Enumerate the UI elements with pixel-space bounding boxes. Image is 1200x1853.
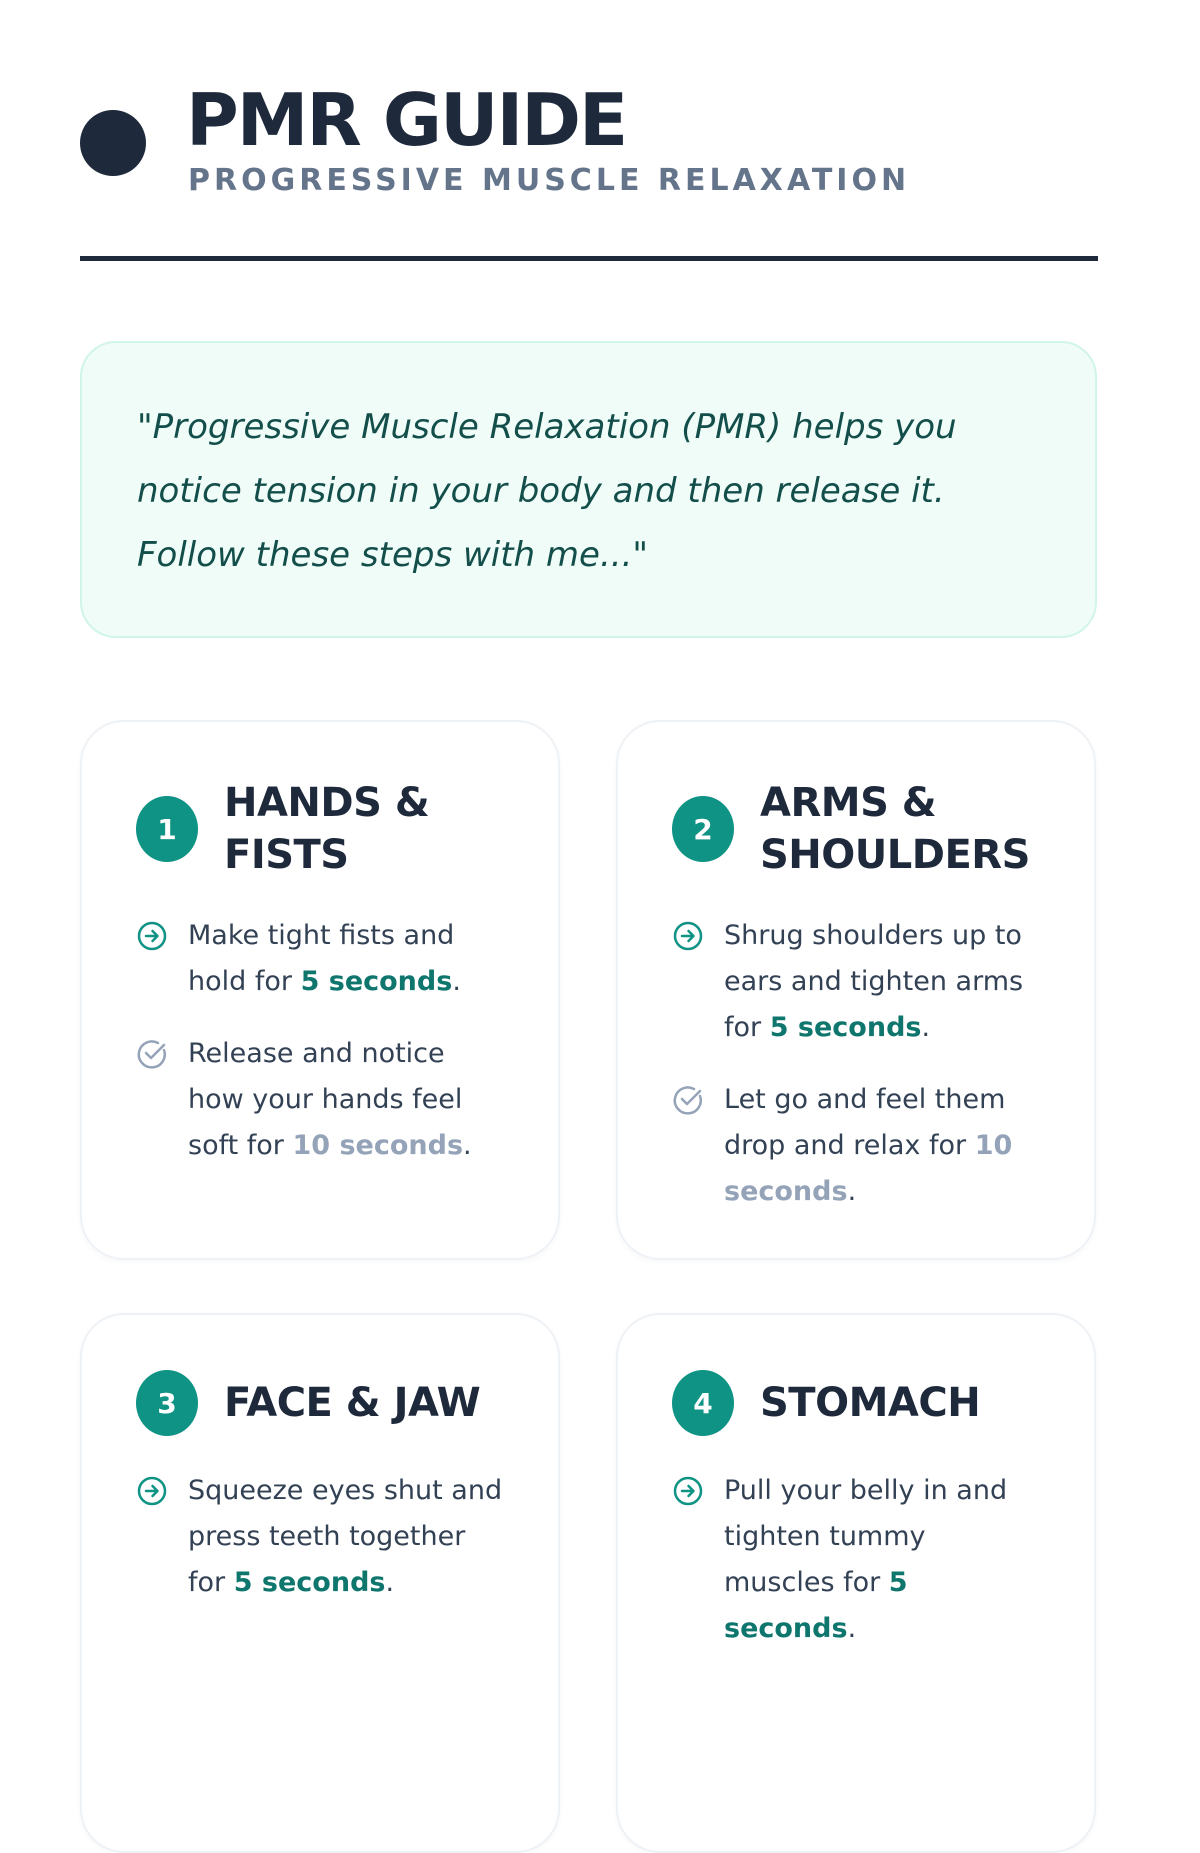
step-number-badge: 3 <box>136 1370 198 1436</box>
logo-dot-icon <box>80 110 146 176</box>
step-text: Let go and feel them drop and relax for … <box>724 1077 1040 1215</box>
card-title: HANDS & FISTS <box>224 780 430 878</box>
step-card: 2 ARMS & SHOULDERS Shrug shoulders up to… <box>616 720 1096 1260</box>
step-text: Make tight fists and hold for 5 seconds. <box>188 913 504 1005</box>
check-circle-icon <box>672 1077 704 1123</box>
step-item: Squeeze eyes shut and press teeth togeth… <box>136 1468 504 1606</box>
header-divider <box>80 256 1098 261</box>
duration-highlight: 5 seconds <box>300 966 453 997</box>
step-instruction: Make tight fists and hold for <box>188 920 455 997</box>
step-item: Shrug shoulders up to ears and tighten a… <box>672 913 1040 1051</box>
page-title: PMR GUIDE <box>186 78 628 162</box>
step-item: Release and notice how your hands feel s… <box>136 1031 504 1169</box>
step-end: . <box>921 1012 931 1043</box>
card-title: ARMS & SHOULDERS <box>760 780 1030 878</box>
step-item: Pull your belly in and tighten tummy mus… <box>672 1468 1040 1652</box>
step-instruction: Let go and feel them drop and relax for <box>724 1084 1006 1161</box>
step-item: Let go and feel them drop and relax for … <box>672 1077 1040 1215</box>
step-instruction: Squeeze eyes shut and press teeth togeth… <box>188 1475 503 1598</box>
arrow-circle-icon <box>672 913 704 959</box>
step-text: Squeeze eyes shut and press teeth togeth… <box>188 1468 504 1606</box>
step-end: . <box>463 1130 472 1161</box>
arrow-circle-icon <box>136 913 168 959</box>
step-text: Release and notice how your hands feel s… <box>188 1031 504 1169</box>
step-end: . <box>385 1567 395 1598</box>
duration-highlight: 10 seconds <box>724 1130 1013 1207</box>
step-number-badge: 4 <box>672 1370 734 1436</box>
page-subtitle: PROGRESSIVE MUSCLE RELAXATION <box>188 163 911 198</box>
step-text: Pull your belly in and tighten tummy mus… <box>724 1468 1040 1652</box>
duration-highlight: 10 seconds <box>292 1130 464 1161</box>
arrow-circle-icon <box>672 1468 704 1514</box>
step-end: . <box>452 966 461 997</box>
duration-highlight: 5 seconds <box>769 1012 922 1043</box>
step-card: 1 HANDS & FISTS Make tight fists and hol… <box>80 720 560 1260</box>
check-circle-icon <box>136 1031 168 1077</box>
intro-quote: "Progressive Muscle Relaxation (PMR) hel… <box>80 341 1097 638</box>
step-instruction: Shrug shoulders up to ears and tighten a… <box>724 920 1024 1043</box>
card-header: 4 STOMACH <box>672 1370 1040 1436</box>
duration-highlight: 5 seconds <box>233 1567 386 1598</box>
step-item: Make tight fists and hold for 5 seconds. <box>136 913 504 1005</box>
card-header: 2 ARMS & SHOULDERS <box>672 777 1040 881</box>
card-title: FACE & JAW <box>224 1380 481 1426</box>
step-text: Shrug shoulders up to ears and tighten a… <box>724 913 1040 1051</box>
arrow-circle-icon <box>136 1468 168 1514</box>
card-title: STOMACH <box>760 1380 981 1426</box>
step-number-badge: 2 <box>672 796 734 862</box>
step-end: . <box>847 1613 857 1644</box>
card-header: 1 HANDS & FISTS <box>136 777 504 881</box>
step-card: 3 FACE & JAW Squeeze eyes shut and press… <box>80 1313 560 1853</box>
step-instruction: Pull your belly in and tighten tummy mus… <box>724 1475 1008 1598</box>
step-number-badge: 1 <box>136 796 198 862</box>
step-instruction: Release and notice how your hands feel s… <box>188 1038 463 1161</box>
step-end: . <box>847 1176 857 1207</box>
step-card: 4 STOMACH Pull your belly in and tighten… <box>616 1313 1096 1853</box>
card-header: 3 FACE & JAW <box>136 1370 504 1436</box>
